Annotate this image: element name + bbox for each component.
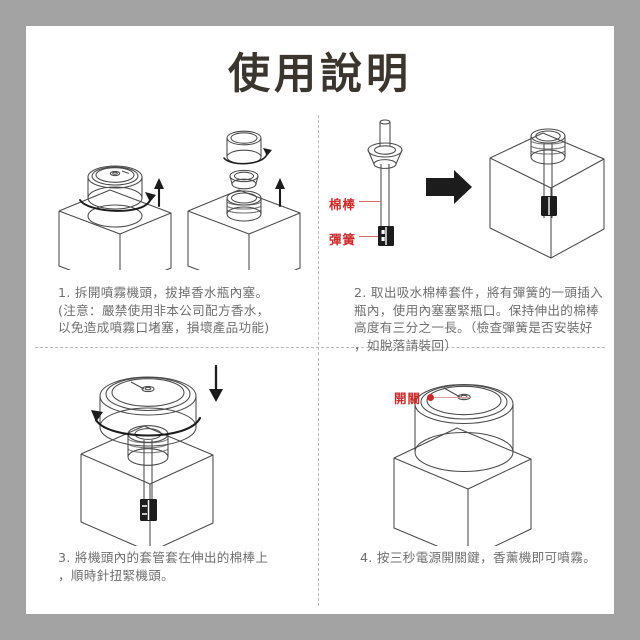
panel-3-caption: 3. 將機頭內的套管套在伸出的棉棒上 ，順時針扭緊機頭。 [58, 550, 269, 583]
divider-vertical-bottom [318, 358, 319, 606]
panel-2: 棉棒 彈簧 2. 取出吸水棉棒套件，將有彈簧的一頭插入 瓶內，使用內塞塞緊瓶口。… [326, 110, 606, 353]
leader-line-power-switch [434, 397, 470, 398]
panel-4-caption: 4. 按三秒電源開關鍵，香薰機即可噴霧。 [360, 550, 597, 565]
label-power-switch: 開關 [394, 391, 422, 406]
power-switch-marker-dot [427, 394, 434, 401]
panel-1: 1. 拆開噴霧機頭，拔掉香水瓶內塞。 (注意：嚴禁使用非本公司配方香水， 以免造… [36, 110, 314, 340]
panel-2-illustration [367, 119, 605, 259]
panel-3-illustration [80, 364, 223, 546]
divider-vertical-top [318, 115, 319, 355]
page-title: 使用說明 [227, 49, 412, 98]
panel-2-caption: 2. 取出吸水棉棒套件，將有彈簧的一頭插入 瓶內，使用內塞塞緊瓶口。保持伸出的棉… [354, 285, 604, 353]
panel-3: 3. 將機頭內的套管套在伸出的棉棒上 ，順時針扭緊機頭。 [36, 356, 314, 606]
manual-sheet: 使用說明 [26, 26, 614, 614]
panel-1-caption: 1. 拆開噴霧機頭，拔掉香水瓶內塞。 (注意：嚴禁使用非本公司配方香水， 以免造… [58, 285, 270, 335]
leader-line-spring [359, 236, 378, 237]
panel-1-illustration [58, 130, 301, 270]
panel-4: 開關 4. 按三秒電源開關鍵，香薰機即可噴霧。 [326, 356, 606, 606]
divider-horizontal [35, 347, 605, 348]
label-cotton-swab: 棉棒 [329, 197, 357, 212]
panel-4-illustration [393, 383, 532, 546]
leader-line-cotton-swab [359, 201, 381, 202]
label-spring: 彈簧 [329, 232, 357, 247]
